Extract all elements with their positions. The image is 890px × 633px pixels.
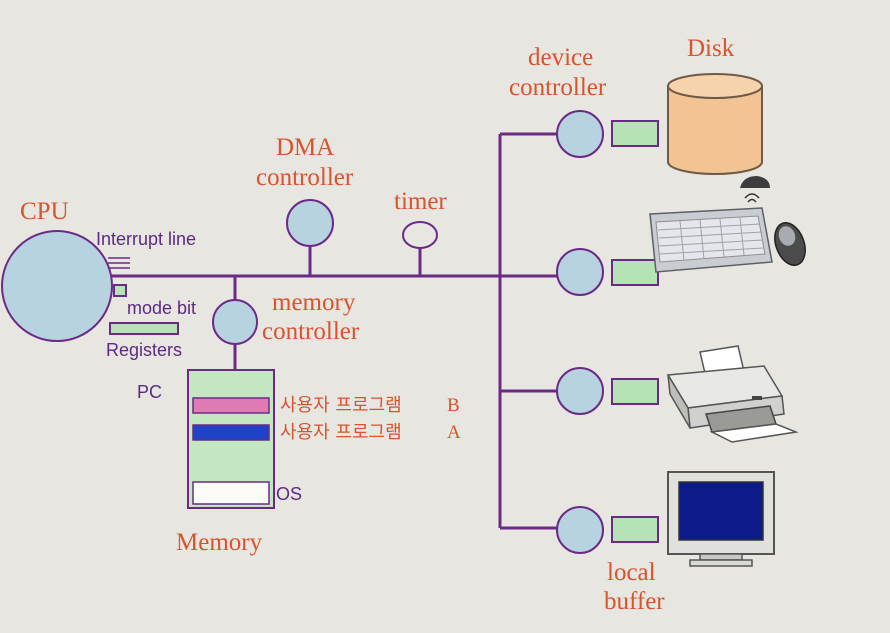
printer-icon	[666, 345, 799, 443]
interrupt-line-icon	[108, 257, 130, 269]
registers-box	[109, 322, 179, 335]
monitor-icon	[667, 471, 775, 567]
cpu-label: CPU	[20, 198, 69, 225]
program-b-label: 사용자 프로그램	[280, 395, 402, 416]
memory-controller-label-line2: controller	[262, 318, 360, 345]
memory-controller-label-line1: memory	[272, 289, 356, 316]
mode-bit-box	[113, 284, 127, 297]
local-buffer-monitor	[611, 516, 659, 543]
keyboard-mouse-icon	[649, 176, 806, 273]
os-segment	[192, 481, 270, 505]
pc-label: PC	[137, 382, 162, 402]
memory-label: Memory	[176, 529, 263, 556]
device-controller-printer	[556, 367, 604, 415]
memory-controller-node	[212, 299, 258, 345]
program-a-label: 사용자 프로그램	[280, 422, 402, 443]
device-controller-monitor	[556, 506, 604, 554]
device-controller-label-line2: controller	[509, 74, 607, 101]
local-buffer-disk	[611, 120, 659, 147]
timer-label: timer	[394, 188, 447, 215]
disk-label: Disk	[687, 35, 735, 62]
program-a-segment	[192, 424, 270, 441]
cpu-node	[1, 230, 113, 342]
program-a-suffix: A	[447, 422, 461, 443]
dma-controller-node	[286, 199, 334, 247]
local-buffer-label-line2: buffer	[604, 588, 665, 615]
os-label: OS	[276, 484, 302, 504]
dma-label-line2: controller	[256, 164, 354, 191]
local-buffer-printer	[611, 378, 659, 405]
interrupt-line-label: Interrupt line	[96, 229, 196, 249]
device-controller-disk	[556, 110, 604, 158]
timer-node	[402, 221, 438, 249]
local-buffer-keyboard	[611, 259, 659, 286]
device-controller-label-line1: device	[528, 44, 593, 71]
disk-icon	[667, 73, 763, 175]
mode-bit-label: mode bit	[127, 298, 196, 318]
registers-label: Registers	[106, 340, 182, 360]
program-b-suffix: B	[447, 395, 460, 416]
local-buffer-label-line1: local	[607, 559, 656, 586]
program-b-segment	[192, 397, 270, 414]
device-controller-keyboard	[556, 248, 604, 296]
dma-label-line1: DMA	[276, 134, 334, 161]
